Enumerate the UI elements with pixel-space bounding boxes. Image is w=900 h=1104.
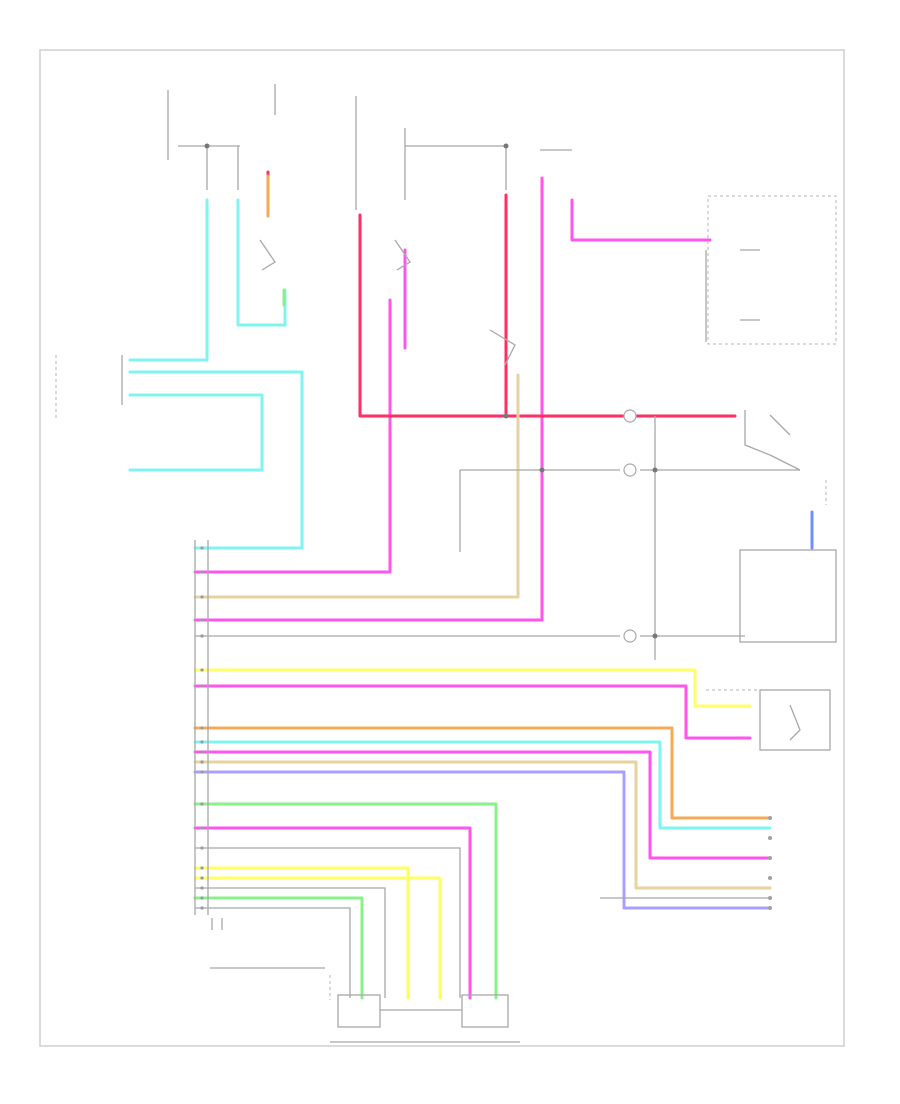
connector-icon (768, 876, 772, 880)
splice-points (204, 143, 658, 639)
connector-icon (200, 826, 204, 830)
connector-icon (200, 750, 204, 754)
wire-tan-2 (193, 760, 772, 890)
splice-point-icon (652, 633, 658, 639)
connector-icon (200, 876, 204, 880)
wire-magenta-3 (193, 176, 544, 622)
bus-bar-right (405, 145, 507, 190)
wire-magenta-7 (193, 826, 472, 1000)
tan-wires (193, 174, 772, 890)
wire-cyan-4 (128, 393, 264, 472)
connector-icon (200, 570, 204, 574)
relay-right-switch (489, 329, 516, 366)
fuse-icon (623, 409, 637, 423)
wire-yellow-3 (193, 876, 442, 1000)
splice-point-icon (503, 143, 509, 149)
connector-icon (200, 770, 204, 774)
ecm-connector-pins (55, 355, 209, 915)
wire-red-1 (358, 213, 737, 418)
wire-magenta-6 (193, 750, 772, 860)
connector-icon (768, 896, 772, 900)
fuse-icons (623, 409, 637, 643)
wire-cyan-5 (193, 740, 772, 830)
connector-icon (200, 896, 204, 900)
relay-switch-icon (744, 410, 801, 471)
diagram-frame (39, 49, 845, 1047)
connector-icon (200, 846, 204, 850)
splice-point-icon (503, 413, 509, 419)
fuse-icon (623, 629, 637, 643)
bottom-connector-right (461, 994, 509, 1028)
connector-icon (200, 668, 204, 672)
wire-tan-1 (193, 373, 520, 599)
cyan-wires (128, 198, 772, 830)
bottom-connectors (329, 975, 520, 1043)
connector-icon (200, 726, 204, 730)
wire-magenta-2 (193, 298, 392, 574)
yellow-wires (193, 668, 752, 1000)
ecm-pin-markers (200, 546, 204, 910)
stop-lamp-switch-box (759, 689, 831, 751)
purple-wires (193, 510, 814, 910)
connector-icon (200, 760, 204, 764)
wire-gray-8 (195, 887, 386, 998)
connector-icon (200, 886, 204, 890)
connector-icon (768, 816, 772, 820)
red-wires (266, 170, 737, 418)
wire-gray-7 (195, 847, 461, 998)
wire-green-1 (193, 802, 498, 1000)
connector-icon (200, 866, 204, 870)
splice-point-icon (652, 467, 658, 473)
right-connector-pins (768, 816, 772, 910)
wire-green-2 (193, 896, 364, 1000)
connector-icon (200, 802, 204, 806)
wire-purple-1 (193, 770, 772, 910)
connector-icon (200, 684, 204, 688)
connector-icon (200, 546, 204, 550)
instrument-cluster-box (707, 195, 837, 345)
connector-icon (200, 906, 204, 910)
connector-icon (200, 740, 204, 744)
connector-icon (200, 618, 204, 622)
splice-point-icon (539, 467, 545, 473)
connector-icon (200, 595, 204, 599)
top-fuse-block (167, 84, 572, 366)
connector-icon (768, 906, 772, 910)
wire-yellow-1 (193, 668, 752, 708)
connector-icon (768, 836, 772, 840)
green-wires (193, 288, 498, 1000)
wire-cyan-1 (128, 198, 209, 362)
wire-gray-9 (195, 907, 351, 998)
connector-icon (768, 856, 772, 860)
connector-icon (200, 634, 204, 638)
wire-magenta-5 (193, 684, 752, 740)
relay-mid-coil (394, 239, 411, 271)
wire-orange-1 (193, 726, 772, 820)
splice-point-icon (204, 143, 210, 149)
wire-magenta-4 (570, 198, 712, 242)
relay-switch-icon-2 (769, 414, 791, 436)
magenta-wires (193, 176, 772, 1000)
fuse-icon (623, 463, 637, 477)
bottom-connector-left (337, 994, 381, 1028)
relay-left-coil (259, 239, 276, 271)
switch-lever (789, 704, 801, 741)
switch-box (739, 549, 837, 643)
wire-yellow-2 (193, 866, 410, 1000)
wire-cyan-3 (128, 370, 304, 550)
right-components (706, 195, 837, 751)
wire-cyan-2 (236, 198, 287, 327)
